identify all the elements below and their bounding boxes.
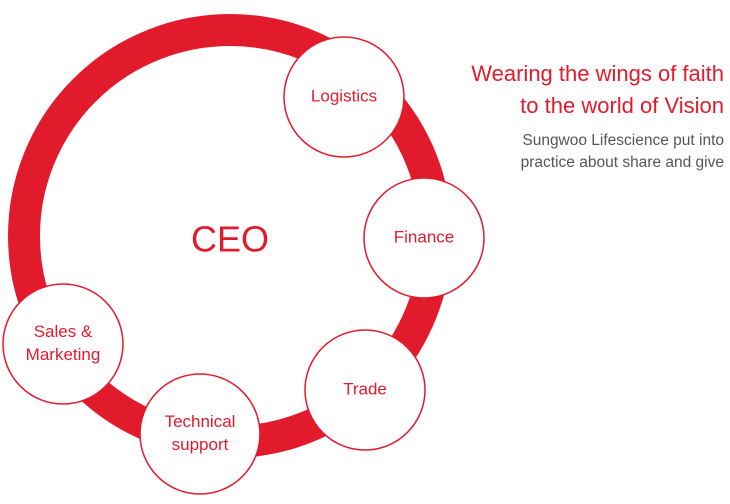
node-trade: Trade <box>304 329 426 451</box>
node-circle <box>304 329 426 451</box>
node-label: Sales & <box>34 322 93 341</box>
headline-line: to the world of Vision <box>520 93 724 118</box>
node-label: support <box>172 435 229 454</box>
node-logistics: Logistics <box>283 36 405 158</box>
tagline: Wearing the wings of faith to the world … <box>471 58 724 174</box>
node-circle <box>283 36 405 158</box>
node-label: Finance <box>394 227 454 246</box>
node-label: Trade <box>343 379 387 398</box>
node-label: Logistics <box>311 86 377 105</box>
node-circle <box>139 373 261 495</box>
tagline-subtext: Sungwoo Lifescience put into practice ab… <box>471 130 724 174</box>
center-label-ceo: CEO <box>191 219 269 260</box>
node-circle <box>363 177 485 299</box>
node-label: Marketing <box>26 345 101 364</box>
tagline-headline: Wearing the wings of faith to the world … <box>471 58 724 122</box>
subtext-line: Sungwoo Lifescience put into <box>522 132 724 149</box>
subtext-line: practice about share and give <box>520 154 724 171</box>
headline-line: Wearing the wings of faith <box>471 61 724 86</box>
node-label: Technical <box>165 412 236 431</box>
node-technical-support: Technical support <box>139 373 261 495</box>
node-finance: Finance <box>363 177 485 299</box>
node-circle <box>2 283 124 405</box>
node-sales-marketing: Sales & Marketing <box>2 283 124 405</box>
